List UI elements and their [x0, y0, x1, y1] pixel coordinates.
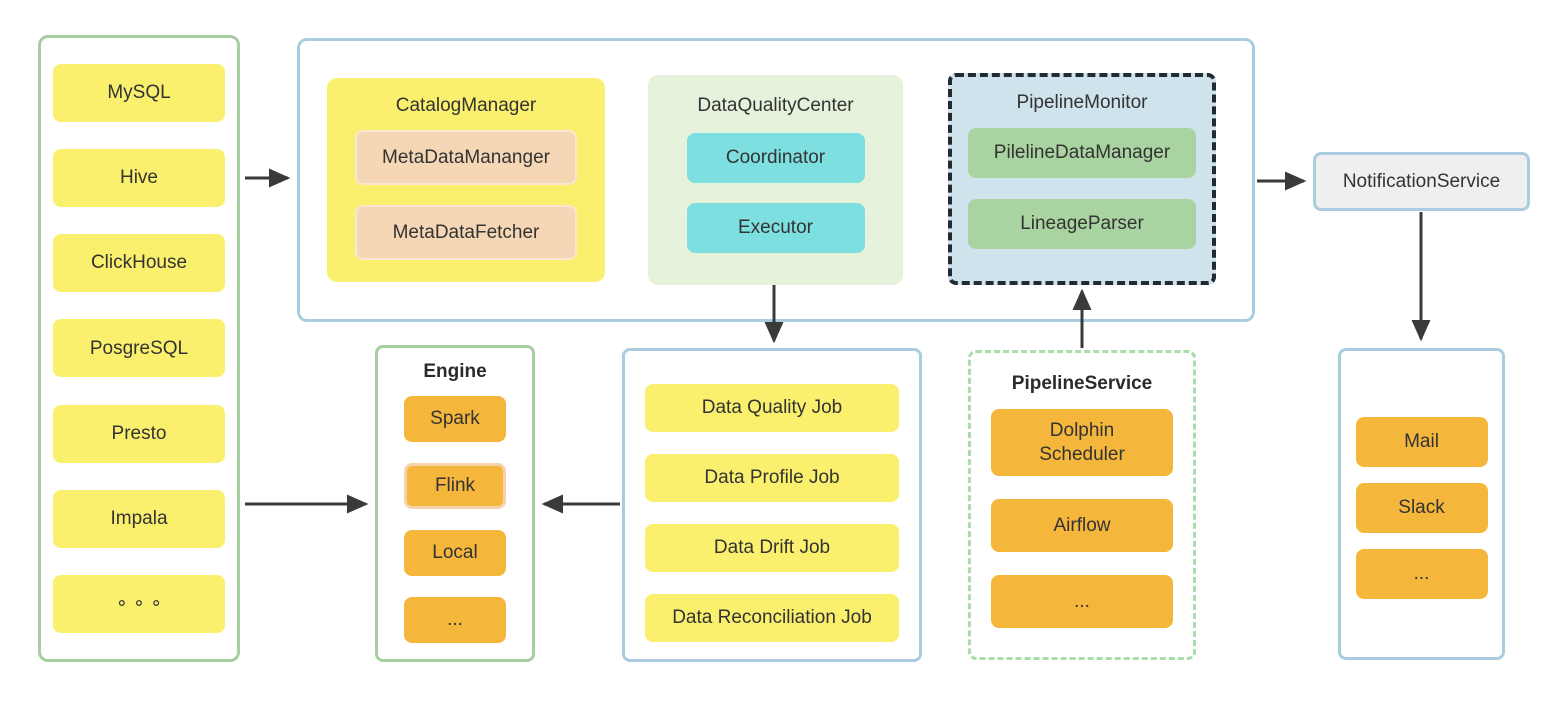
- pipeline-dolphin-scheduler: Dolphin Scheduler: [991, 409, 1173, 476]
- engine-title: Engine: [423, 361, 487, 382]
- pipeline-service-panel: PipelineService Dolphin Scheduler Airflo…: [968, 350, 1196, 660]
- source-clickhouse: ClickHouse: [53, 234, 225, 293]
- source-posgresql: PosgreSQL: [53, 319, 225, 378]
- pipeline-monitor-title: PipelineMonitor: [1016, 92, 1148, 113]
- source-more: ∘ ∘ ∘: [53, 574, 225, 633]
- channel-slack: Slack: [1355, 483, 1488, 533]
- source-hive: Hive: [53, 149, 225, 208]
- source-impala: Impala: [53, 489, 225, 548]
- jobs-panel: Data Quality Job Data Profile Job Data D…: [622, 348, 922, 662]
- metadata-fetcher-box: MetaDataFetcher: [355, 205, 577, 260]
- coordinator-box: Coordinator: [686, 133, 865, 183]
- job-data-profile: Data Profile Job: [645, 454, 899, 502]
- channel-mail: Mail: [1355, 417, 1488, 467]
- data-quality-center-title: DataQualityCenter: [697, 95, 854, 116]
- job-data-quality: Data Quality Job: [645, 384, 899, 432]
- channel-more: ...: [1355, 549, 1488, 599]
- engine-flink: Flink: [404, 463, 506, 509]
- job-data-reconciliation: Data Reconciliation Job: [645, 594, 899, 642]
- data-sources-panel: MySQL Hive ClickHouse PosgreSQL Presto I…: [38, 35, 240, 662]
- pipeline-data-manager-box: PilelineDataManager: [968, 128, 1196, 178]
- data-quality-center-group: DataQualityCenter Coordinator Executor: [648, 75, 903, 285]
- lineage-parser-box: LineageParser: [968, 199, 1196, 249]
- pipeline-more: ...: [991, 575, 1173, 628]
- pipeline-airflow: Airflow: [991, 499, 1173, 552]
- catalog-manager-title: CatalogManager: [395, 95, 537, 116]
- pipeline-monitor-group: PipelineMonitor PilelineDataManager Line…: [948, 73, 1216, 285]
- pipeline-service-title: PipelineService: [1011, 373, 1153, 394]
- job-data-drift: Data Drift Job: [645, 524, 899, 572]
- executor-box: Executor: [686, 203, 865, 253]
- engine-more: ...: [404, 597, 506, 643]
- platform-panel: CatalogManager MetaDataMananger MetaData…: [297, 38, 1255, 322]
- notification-channels-panel: Mail Slack ...: [1338, 348, 1505, 660]
- engine-panel: Engine Spark Flink Local ...: [375, 345, 535, 662]
- metadata-manager-box: MetaDataMananger: [355, 130, 577, 185]
- catalog-manager-group: CatalogManager MetaDataMananger MetaData…: [327, 78, 605, 282]
- engine-local: Local: [404, 530, 506, 576]
- notification-service-box: NotificationService: [1313, 152, 1530, 211]
- source-mysql: MySQL: [53, 64, 225, 122]
- source-presto: Presto: [53, 404, 225, 463]
- engine-spark: Spark: [404, 396, 506, 442]
